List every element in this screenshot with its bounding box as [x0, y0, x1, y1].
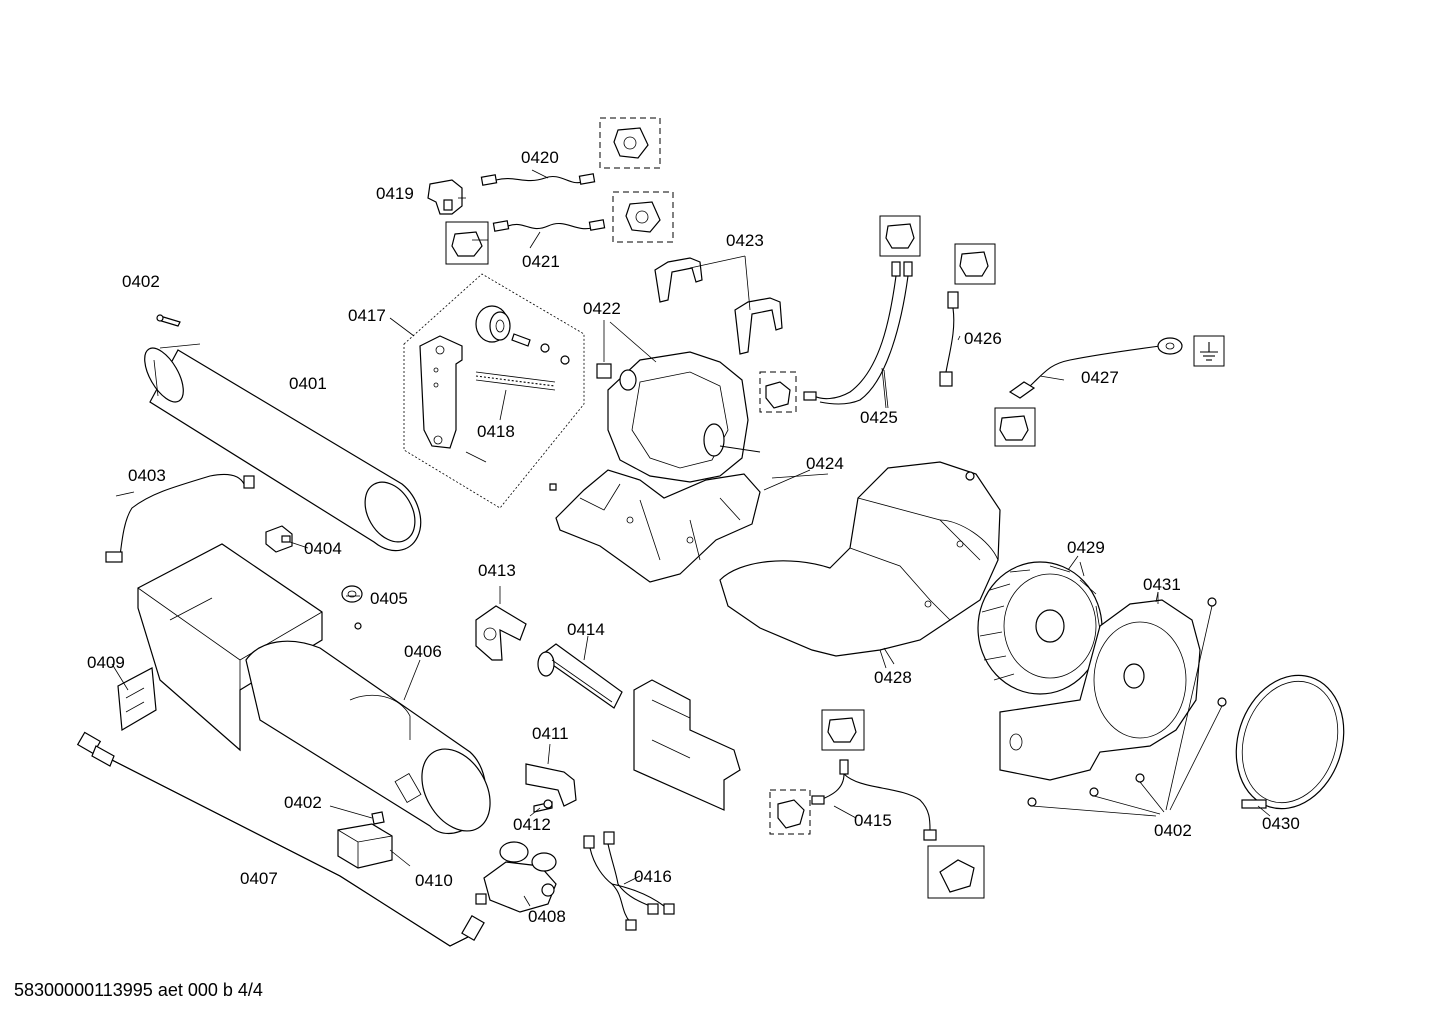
- label-0416: 0416: [634, 867, 672, 886]
- label-0422: 0422: [583, 299, 621, 318]
- label-0429: 0429: [1067, 538, 1105, 557]
- part-0415-connector-box: [821, 709, 865, 751]
- label-0402-top: 0402: [122, 272, 160, 291]
- part-0417-idler-assembly-frame: [389, 273, 585, 509]
- part-0413-valve-bracket: [475, 586, 527, 661]
- part-0411-igniter: [525, 763, 577, 807]
- part-0415-valve-box: [927, 845, 985, 899]
- part-0420-wire-harness: [480, 173, 596, 186]
- part-0421-motor-ref-box: [612, 191, 674, 243]
- label-0415: 0415: [854, 811, 892, 830]
- label-0406: 0406: [404, 642, 442, 661]
- part-0416-wire-harness: [583, 831, 675, 931]
- label-0424: 0424: [806, 454, 844, 473]
- part-0426-wire-lead: [939, 291, 961, 387]
- part-0410-valve-coil: [337, 823, 411, 869]
- part-0406-combustion-chamber: [245, 640, 491, 835]
- label-0431: 0431: [1143, 575, 1181, 594]
- leader-lines: [111, 169, 1271, 907]
- label-0426: 0426: [964, 329, 1002, 348]
- part-0407-gas-supply-pipe: [76, 731, 485, 947]
- label-0414: 0414: [567, 620, 605, 639]
- part-0424-motor-mount: [549, 469, 811, 583]
- part-0425-connector-box: [879, 215, 921, 257]
- part-0403-heater-wire: [105, 473, 255, 563]
- drawing-id-footer: 58300000113995 aet 000 b 4/4: [14, 980, 263, 1000]
- part-0402-screws-right: [1027, 597, 1227, 817]
- part-0430-drive-belt: [1235, 674, 1345, 810]
- label-0425: 0425: [860, 408, 898, 427]
- part-0420-motor-ref-box: [599, 117, 661, 169]
- label-0420: 0420: [521, 148, 559, 167]
- label-0427: 0427: [1081, 368, 1119, 387]
- label-0408: 0408: [528, 907, 566, 926]
- label-0419: 0419: [376, 184, 414, 203]
- label-0421: 0421: [522, 252, 560, 271]
- part-0402-screw-mid: [329, 805, 385, 825]
- label-0407: 0407: [240, 869, 278, 888]
- part-0422-drive-motor: [596, 320, 761, 483]
- part-0428-blower-housing: [719, 461, 1001, 669]
- part-0402-screw-top: [156, 314, 181, 327]
- part-0401-duct-cylinder: [144, 343, 422, 552]
- label-0409: 0409: [87, 653, 125, 672]
- part-0425-sensor-box: [759, 371, 797, 413]
- part-0414-burner-tube: [537, 643, 623, 709]
- label-0411: 0411: [532, 724, 569, 743]
- ground-symbol-box: [1193, 335, 1225, 367]
- label-0410: 0410: [415, 871, 453, 890]
- part-heater-housing-box: [137, 543, 323, 752]
- label-0412: 0412: [513, 815, 551, 834]
- part-0409-mounting-plate: [117, 667, 157, 731]
- label-0402-right: 0402: [1154, 821, 1192, 840]
- label-0404: 0404: [304, 539, 342, 558]
- part-0427-connector-box: [994, 407, 1036, 447]
- part-0405-thermal-fuse: [341, 585, 363, 630]
- part-0417-idler-pulley: [465, 305, 570, 463]
- part-0418-tension-spring: [475, 371, 556, 391]
- part-0415-wire-harness: [811, 759, 937, 841]
- label-0417: 0417: [348, 306, 386, 325]
- label-0401: 0401: [289, 374, 327, 393]
- label-0430: 0430: [1262, 814, 1300, 833]
- connector-ref-box-0421: [445, 221, 489, 265]
- label-0428: 0428: [874, 668, 912, 687]
- label-0402-mid: 0402: [284, 793, 322, 812]
- part-0419-thermostat-bracket: [427, 179, 463, 215]
- part-0408-gas-valve: [475, 841, 557, 913]
- part-0425-wire-harness: [803, 261, 913, 409]
- label-0413: 0413: [478, 561, 516, 580]
- part-0427-ground-wire: [1008, 337, 1183, 399]
- part-0426-connector-box: [954, 243, 996, 285]
- part-0431-blower-cover: [999, 592, 1201, 781]
- part-0421-wire-harness: [492, 219, 606, 232]
- part-0415-sensor-box: [769, 789, 811, 835]
- part-0423-motor-brackets: [654, 255, 783, 355]
- part-0404-thermostat: [265, 525, 293, 553]
- label-0405: 0405: [370, 589, 408, 608]
- label-0403: 0403: [128, 466, 166, 485]
- label-0418: 0418: [477, 422, 515, 441]
- part-labels: 0420 0419 0421 0423 0402 0417 0422 0426 …: [87, 148, 1300, 926]
- part-valve-mounting-bracket: [633, 679, 741, 811]
- label-0423: 0423: [726, 231, 764, 250]
- part-0429-blower-wheel: [977, 561, 1103, 695]
